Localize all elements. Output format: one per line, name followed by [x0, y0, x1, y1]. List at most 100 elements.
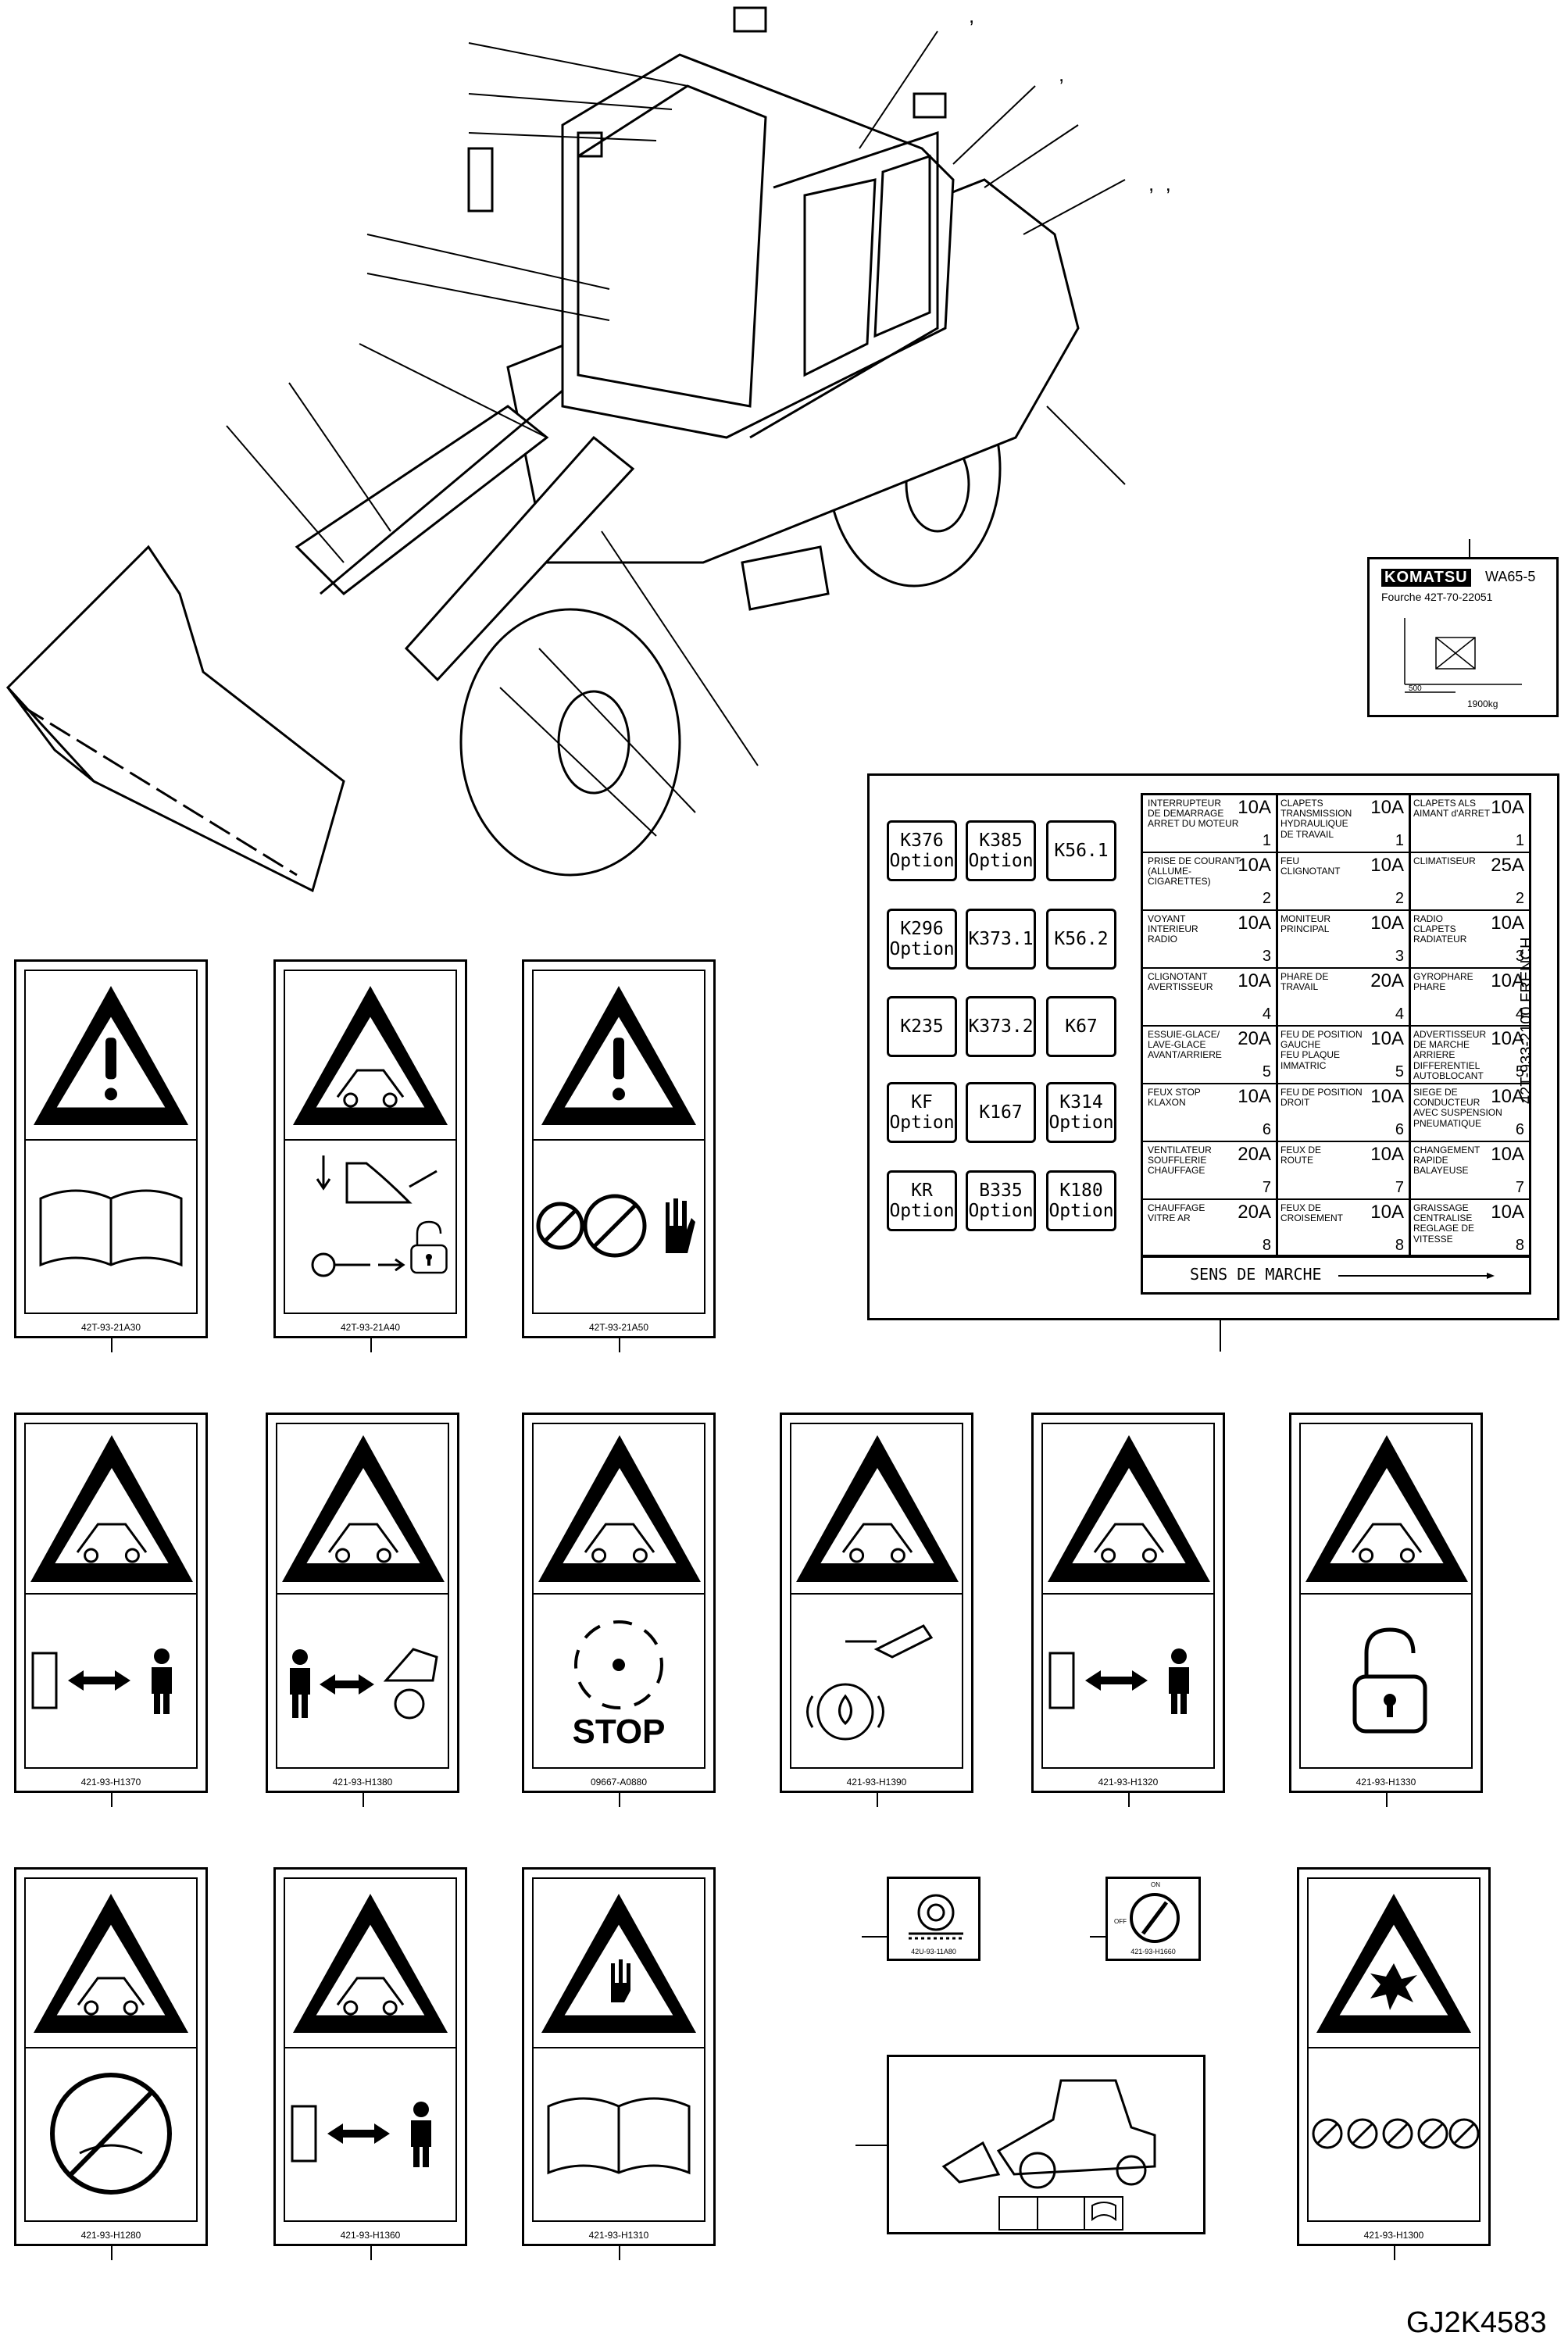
decal-code: 09667-A0880 — [590, 1777, 648, 1788]
safety-decal: 421-93-H1300 — [1297, 1867, 1491, 2246]
fuse-amperage: 10A — [1238, 797, 1271, 818]
decal-instruction-panel — [277, 1593, 448, 1767]
fuse-number: 6 — [1395, 1121, 1404, 1138]
fuse-amperage: 10A — [1238, 1086, 1271, 1107]
decal-hazard-panel — [285, 971, 455, 1139]
fuse-number: 8 — [1262, 1237, 1271, 1254]
fuse-amperage: 20A — [1370, 970, 1404, 991]
decal-divider — [285, 2047, 455, 2048]
leader-tick — [111, 1338, 113, 1352]
fuse-amperage: 10A — [1238, 913, 1271, 934]
decal-hazard-panel — [534, 1879, 704, 2047]
fuse-amperage: 10A — [1491, 913, 1524, 934]
warning-triangle-icon — [34, 1893, 188, 2033]
no-touch-hot-surface-icon — [50, 2073, 172, 2195]
leader-tick — [363, 1793, 364, 1807]
relay-label: Option — [1048, 1201, 1114, 1221]
decal-code: 421-93-H1330 — [1355, 1777, 1416, 1788]
fuse-amperage: 25A — [1491, 855, 1524, 876]
fuse-label: FEUX DE CROISEMENT — [1280, 1202, 1344, 1224]
spring-drum-icon — [909, 1894, 963, 1940]
decal-hazard-panel — [26, 1879, 196, 2047]
decal-code: 42T-93-21A40 — [340, 1322, 401, 1333]
safety-decal: 42T-93-21A50 — [522, 959, 716, 1338]
decal-frame — [284, 1877, 457, 2222]
plate-dim: 500 — [1409, 684, 1422, 693]
safety-decal: 42T-93-21A30 — [14, 959, 208, 1338]
decal-divider — [534, 1139, 704, 1141]
warning-triangle-icon — [538, 1435, 701, 1582]
brand-logo: KOMATSU — [1381, 569, 1471, 587]
callout-mark-3: , , — [1148, 172, 1171, 195]
fuse-amperage: 10A — [1491, 1144, 1524, 1165]
fuse-number: 5 — [1395, 1063, 1404, 1080]
decal-instruction-panel — [1309, 2047, 1480, 2220]
fuse-number: 7 — [1515, 1179, 1524, 1196]
decal-hazard-panel — [285, 1879, 455, 2047]
fuse-number: 3 — [1395, 948, 1404, 965]
relay-label: Option — [889, 1113, 955, 1133]
fuse-number: 1 — [1515, 832, 1524, 849]
leader-tick — [111, 1793, 113, 1807]
switch-dial-icon — [1130, 1893, 1180, 1943]
fuse-amperage: 20A — [1238, 1202, 1271, 1223]
leader-tick — [370, 2246, 372, 2260]
warning-triangle-icon — [541, 1893, 696, 2033]
fuse-amperage: 10A — [1370, 855, 1404, 876]
decal-instruction-panel — [1301, 1593, 1471, 1767]
keep-distance-icon — [1048, 1648, 1189, 1714]
warning-triangle-icon — [30, 1435, 193, 1582]
decal-instruction-panel — [534, 1139, 704, 1313]
decal-hazard-panel — [1043, 1424, 1213, 1593]
relay-label: K235 — [900, 1016, 944, 1037]
safety-decal: 421-93-H1360 — [273, 1867, 467, 2246]
decal-frame — [276, 1423, 449, 1769]
machine-plate: KOMATSU WA65-5 Fourche 42T-70-22051 500 … — [1367, 557, 1559, 717]
fuse-panel-code: 42T-933-2100 FRENCH — [1518, 937, 1535, 1104]
fuse-label: CLAPETS ALS AIMANT d'ARRET — [1413, 798, 1491, 820]
fuse-label: SIEGE DE CONDUCTEUR AVEC SUSPENSION PNEU… — [1413, 1087, 1502, 1129]
fuse-label: FEUX STOP KLAXON — [1148, 1087, 1201, 1109]
callout-mark-1: , — [969, 4, 975, 27]
relay-label: Option — [889, 851, 955, 871]
fuse-number: 3 — [1515, 948, 1524, 965]
fuse-amperage: 10A — [1491, 797, 1524, 818]
fuse-amperage: 10A — [1491, 1028, 1524, 1049]
decal-hazard-panel — [791, 1424, 962, 1593]
decal-frame — [1299, 1423, 1473, 1769]
decal-code: 421-93-H1370 — [80, 1777, 141, 1788]
decal-hazard-panel — [1301, 1424, 1471, 1593]
decal-code: 42T-93-21A30 — [80, 1322, 141, 1333]
warning-triangle-icon — [1305, 1435, 1468, 1582]
fuse-amperage: 20A — [1238, 1144, 1271, 1165]
fuse-cell: FEU DE POSITION GAUCHE FEU PLAQUE IMMATR… — [1276, 1027, 1409, 1084]
fuse-label: MONITEUR PRINCIPAL — [1280, 913, 1330, 935]
relay-slot: K167 — [966, 1082, 1036, 1143]
decal-code: 421-93-H1360 — [340, 2230, 401, 2241]
fuse-amperage: 10A — [1370, 913, 1404, 934]
fuse-label: FEUX DE ROUTE — [1280, 1145, 1322, 1166]
fuse-amperage: 10A — [1491, 1086, 1524, 1107]
relay-label: K67 — [1065, 1016, 1098, 1037]
fuse-amperage: 10A — [1238, 855, 1271, 876]
decal-divider — [26, 1593, 196, 1595]
decal-code: 421-93-H1280 — [80, 2230, 141, 2241]
fuse-label: ESSUIE-GLACE/ LAVE-GLACE AVANT/ARRIERE — [1148, 1029, 1222, 1061]
decal-code: 421-93-H1320 — [1098, 1777, 1159, 1788]
decal-divider — [285, 1139, 455, 1141]
fuse-number: 7 — [1262, 1179, 1271, 1196]
relay-slot: K235 — [887, 996, 957, 1057]
fuse-number: 2 — [1262, 890, 1271, 907]
decal-code: 421-93-H1380 — [332, 1777, 393, 1788]
relay-label: K167 — [979, 1102, 1023, 1123]
decal-frame — [284, 970, 457, 1314]
